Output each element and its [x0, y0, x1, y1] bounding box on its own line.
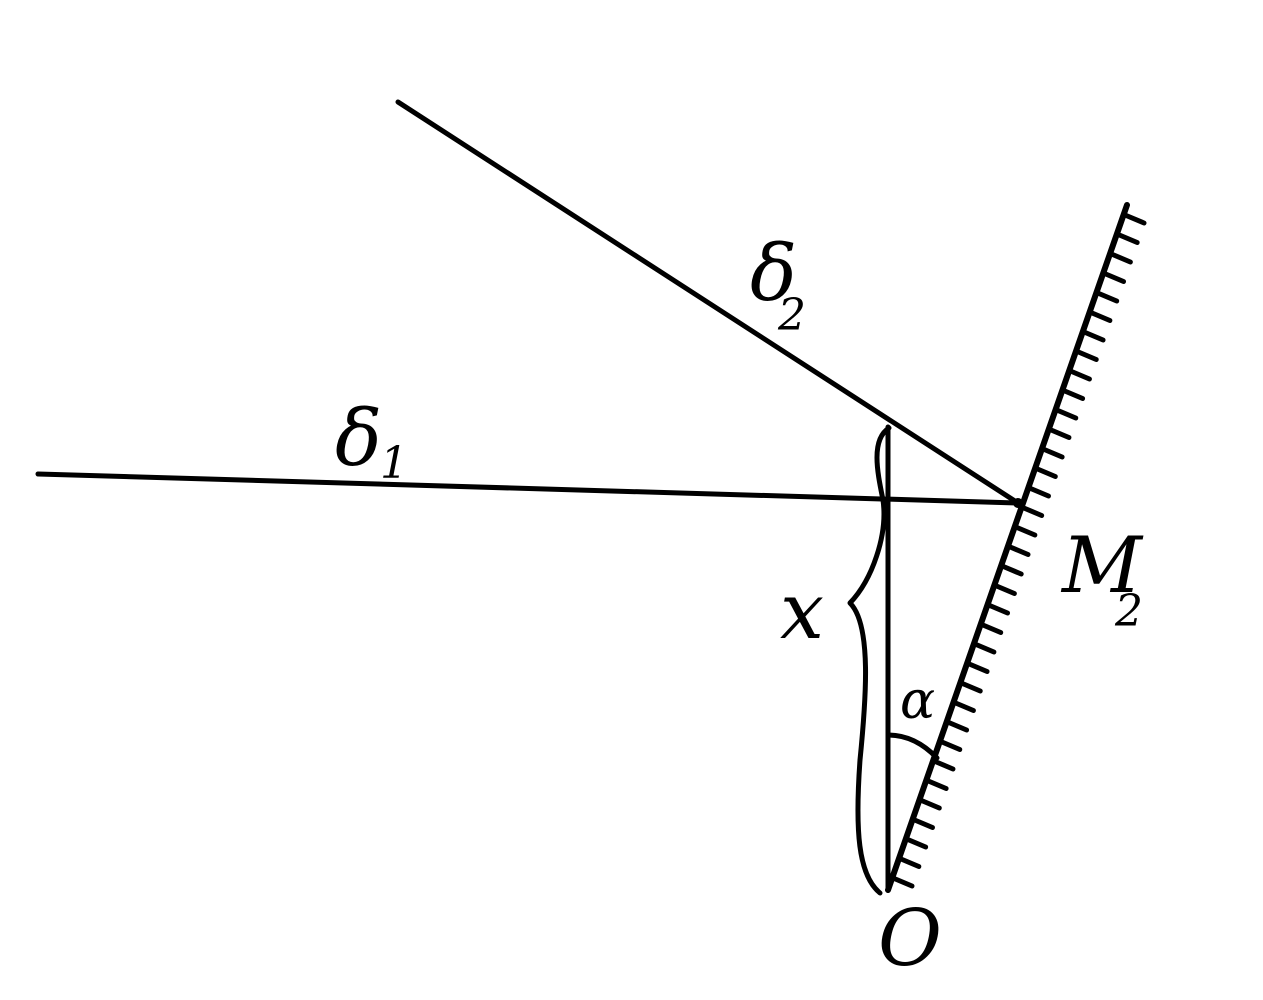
mirror-hatch-mark — [972, 641, 997, 655]
mirror-hatching — [890, 212, 1147, 889]
mirror-hatch-mark — [1047, 427, 1072, 440]
mirror-hatch-mark — [897, 856, 922, 869]
mirror-hatch-mark — [910, 817, 935, 830]
label-mirror: M — [1060, 521, 1144, 611]
mirror-hatch-mark — [1108, 251, 1133, 265]
mirror-hatch-mark — [1061, 388, 1086, 401]
mirror-hatch-mark — [938, 739, 963, 752]
mirror-hatch-mark — [1122, 212, 1147, 226]
label-origin: O — [878, 894, 942, 984]
mirror-hatch-mark — [992, 583, 1017, 596]
ray-delta1 — [35, 471, 1021, 506]
mirror-hatch-mark — [924, 778, 949, 791]
mirror-hatch-mark — [1067, 368, 1092, 382]
mirror-hatch-mark — [1074, 349, 1099, 362]
mirror-hatch-mark — [1115, 232, 1140, 245]
mirror-hatch-mark — [1054, 407, 1079, 421]
mirror-hatch-mark — [999, 563, 1024, 577]
label-delta2-subscript: 2 — [777, 290, 806, 341]
mirror-hatch-mark — [1033, 466, 1058, 479]
point-m2 — [1013, 498, 1023, 508]
mirror-hatch-mark — [931, 758, 956, 772]
mirror-hatch-mark — [965, 661, 990, 674]
x-brace — [847, 425, 892, 896]
mirror-hatch-mark — [1095, 290, 1120, 304]
label-delta1: δ — [335, 394, 382, 484]
mirror-hatch-mark — [1040, 446, 1065, 460]
label-mirror-subscript: 2 — [1114, 586, 1143, 637]
mirror-hatch-mark — [951, 700, 976, 713]
mirror-hatch-mark — [1026, 485, 1051, 499]
mirror-hatch-mark — [1020, 505, 1045, 518]
alpha-arc — [885, 732, 940, 761]
mirror-hatch-mark — [1006, 544, 1031, 557]
label-x: x — [780, 567, 824, 657]
mirror-hatch-mark — [958, 680, 983, 694]
mirror-hatch-mark — [986, 602, 1011, 616]
label-alpha: α — [900, 671, 935, 731]
mirror-hatch-mark — [890, 875, 915, 889]
mirror-hatch-mark — [945, 719, 970, 733]
mirror-hatch-mark — [1081, 329, 1106, 343]
mirror-hatch-mark — [1013, 524, 1038, 538]
ray-delta2 — [395, 99, 1021, 506]
label-delta2: δ — [750, 229, 797, 319]
mirror-hatch-mark — [979, 622, 1004, 635]
mirror-hatch-mark — [904, 836, 929, 850]
label-delta1-subscript: 1 — [380, 438, 408, 489]
mirror-hatch-mark — [917, 797, 942, 811]
mirror-hatch-mark — [1088, 310, 1113, 323]
mirror-hatch-mark — [1102, 271, 1127, 284]
